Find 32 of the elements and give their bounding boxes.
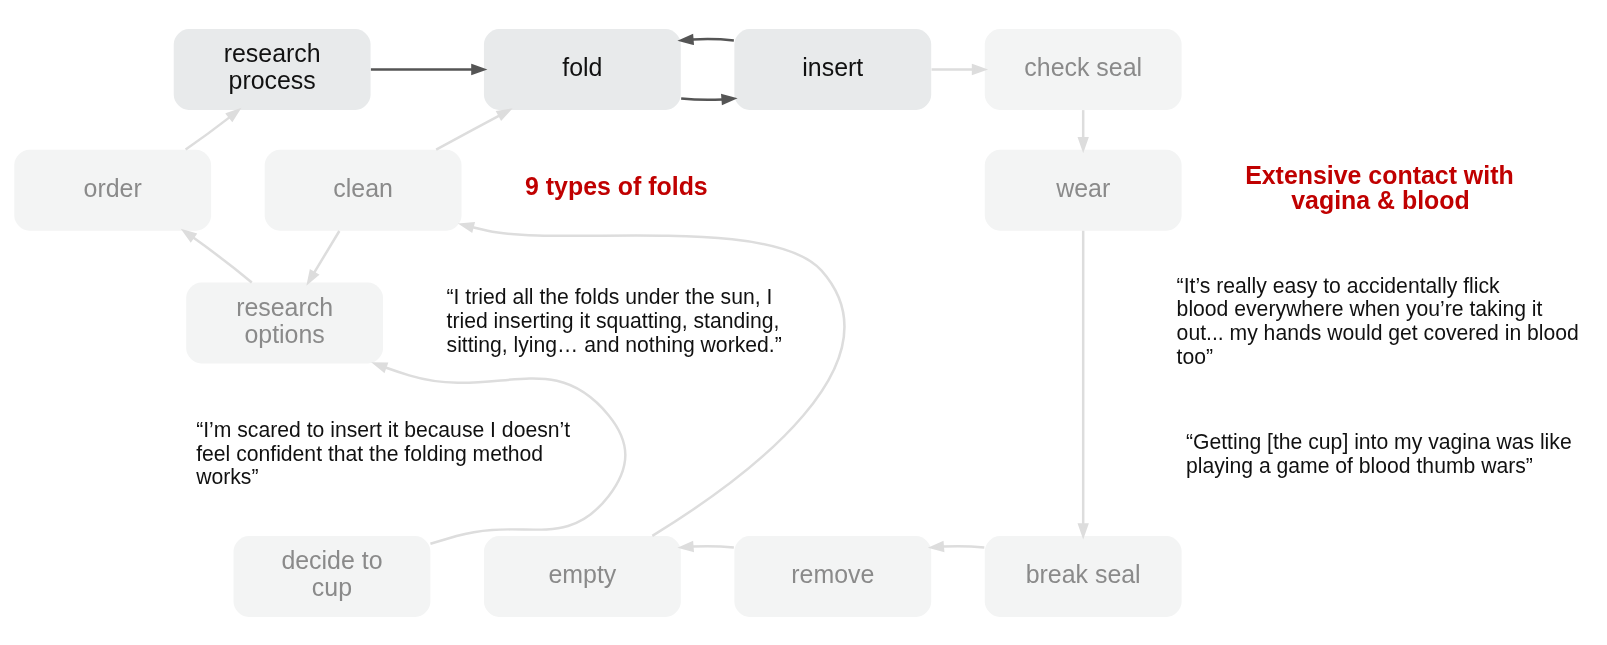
node-box: clean [264, 149, 462, 231]
label: 9 types of folds [525, 171, 708, 200]
node-box: remove [734, 535, 932, 617]
node-box: check seal [984, 28, 1182, 110]
arrow [371, 361, 627, 545]
arrow [931, 63, 989, 75]
node-box: research process [173, 28, 371, 110]
arrow [927, 540, 985, 552]
label: Extensive contact with vagina & blood [1245, 160, 1514, 214]
node-box: fold [483, 28, 681, 110]
node-box: research options [186, 282, 384, 363]
arrow [1077, 109, 1089, 153]
arrow [681, 93, 738, 105]
label: “I’m scared to insert it because I doesn’t feel confident that the folding method works” [196, 417, 571, 488]
arrow [184, 107, 242, 150]
arrow [457, 221, 845, 537]
node-box: insert [734, 28, 932, 110]
arrow [370, 63, 488, 75]
arrow [306, 229, 341, 286]
arrow [677, 540, 734, 552]
arrow [435, 107, 513, 151]
node-box: break seal [984, 535, 1182, 617]
arrow [677, 33, 734, 45]
node-box: wear [984, 149, 1182, 231]
arrow [1077, 230, 1089, 540]
arrow [180, 228, 253, 283]
node-box: order [14, 149, 212, 231]
node-box: empty [483, 535, 681, 617]
label: “Getting [the cup] into my vagina was like playing a game of blood thumb wars” [1185, 429, 1572, 477]
label: “It’s really easy to accidentally flick blood everywhere when you’re taking it out... my hands would get covered in blood too” [1176, 273, 1579, 368]
label: “I tried all the folds under the sun, I tried inserting it squatting, standing, sitting, lying… and nothing worked.” [446, 284, 782, 356]
node-box: decide to cup [233, 535, 431, 617]
